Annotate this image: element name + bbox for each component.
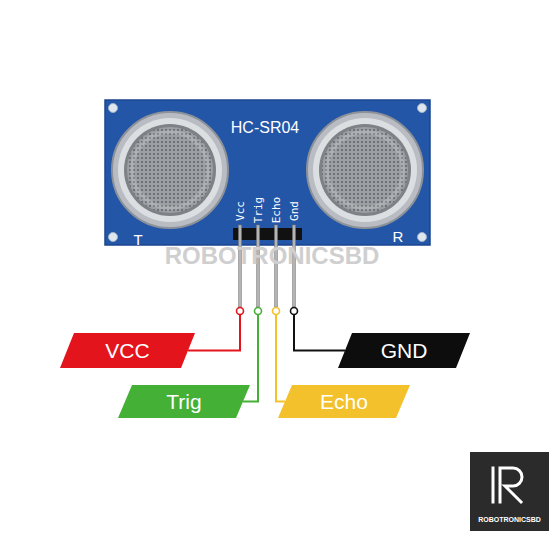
tag-fill	[278, 385, 410, 418]
logo-mark	[493, 468, 522, 502]
module-name: HC-SR04	[231, 120, 299, 136]
pin-name: Gnd	[289, 201, 300, 221]
logo-badge: ROBOTRONICSBD	[470, 452, 549, 531]
transmitter-mark: T	[133, 232, 142, 247]
signal-wire	[243, 245, 258, 402]
signal-tag: Echo	[278, 385, 410, 418]
mounting-hole	[418, 104, 427, 113]
tag-fill	[338, 333, 470, 368]
signal-name: Trig	[166, 391, 201, 412]
signal-name: Echo	[320, 391, 368, 412]
signal-tag: Trig	[118, 385, 250, 418]
tag-fill	[60, 333, 195, 368]
signal-tag: VCC	[60, 333, 195, 368]
watermark: ROBOTRONICSBD	[165, 244, 380, 268]
receiver-transducer	[307, 112, 423, 228]
brand-name: ROBOTRONICSBD	[478, 516, 541, 523]
transmitter-transducer	[112, 112, 228, 228]
pin-name: Echo	[271, 197, 282, 224]
pcb-board	[105, 100, 430, 245]
mounting-hole	[418, 233, 427, 242]
logo-box	[470, 452, 549, 531]
signal-tag: GND	[338, 333, 470, 368]
pin-name: Vcc	[235, 201, 246, 221]
mounting-hole	[109, 233, 118, 242]
signal-name: VCC	[105, 340, 149, 361]
pin-end-rings	[237, 308, 298, 315]
pin-name: Trig	[253, 197, 264, 224]
pin-header	[233, 228, 302, 240]
signal-name: GND	[381, 340, 428, 361]
tag-fill	[118, 385, 250, 418]
receiver-mark: R	[393, 229, 404, 244]
mounting-hole	[109, 104, 118, 113]
sensor-board: HC-SR04T R Vcc Trig Echo Gnd	[105, 100, 430, 245]
